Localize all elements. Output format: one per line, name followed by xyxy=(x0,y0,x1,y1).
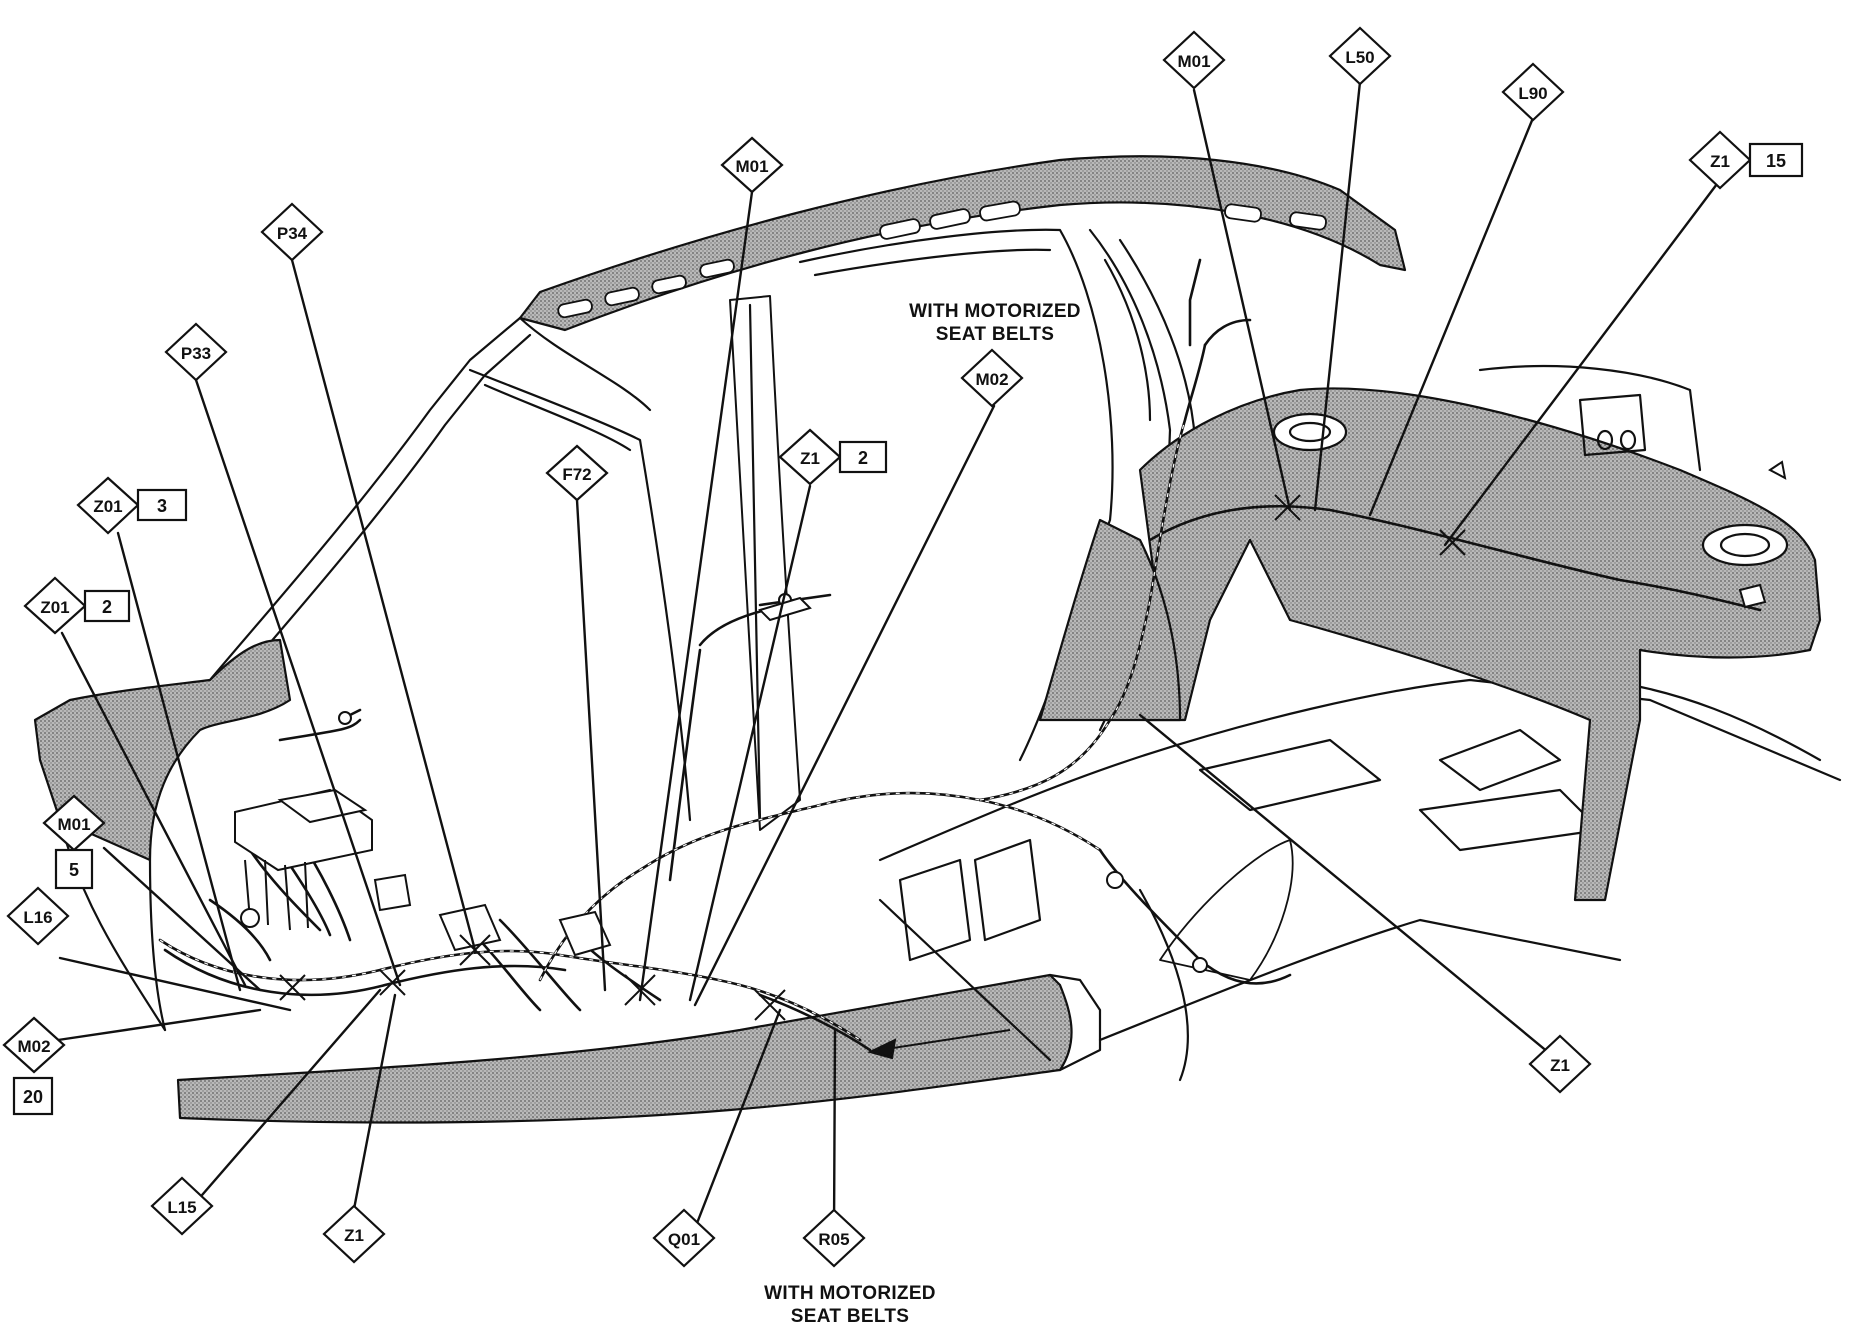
callout-m01-right: M01 xyxy=(1162,30,1226,90)
callout-label: L90 xyxy=(1518,84,1547,103)
callout-l90: L90 xyxy=(1501,62,1565,122)
motorized-belts-note-bottom: WITH MOTORIZED SEAT BELTS xyxy=(740,1282,960,1328)
callout-circuit: 2 xyxy=(102,597,112,617)
callout-label: M01 xyxy=(735,157,768,176)
front-door-frame xyxy=(468,368,692,822)
callout-m02-top: M02 xyxy=(960,348,1024,408)
callout-label: F72 xyxy=(562,465,591,484)
rocker-sill xyxy=(176,973,1073,1124)
callout-m01-5: M01 5 xyxy=(42,794,106,890)
callout-label: P34 xyxy=(277,224,308,243)
note-line: WITH MOTORIZED xyxy=(909,301,1081,322)
callout-l50: L50 xyxy=(1328,26,1392,86)
callouts: M01 P34 P33 Z01 3 Z01 2 M01 xyxy=(2,26,1804,1268)
body-structure xyxy=(33,155,1842,1124)
callout-z01-3: Z01 3 xyxy=(76,476,188,535)
callout-label: Z01 xyxy=(93,497,122,516)
callout-r05: R05 xyxy=(802,1208,866,1268)
b-pillar xyxy=(729,295,801,831)
callout-label: M02 xyxy=(17,1037,50,1056)
callout-p34: P34 xyxy=(260,202,324,262)
rear-package-shelf xyxy=(1138,387,1822,902)
fuse-block xyxy=(234,788,612,957)
callout-label: M01 xyxy=(1177,52,1210,71)
note-line: WITH MOTORIZED xyxy=(764,1283,936,1304)
seat-outline xyxy=(1159,839,1294,981)
note-line: SEAT BELTS xyxy=(790,1306,910,1327)
callout-circuit: 2 xyxy=(858,448,868,468)
callout-circuit: 20 xyxy=(23,1087,43,1107)
callout-z1-right: Z1 xyxy=(1528,1034,1592,1094)
a-pillar xyxy=(208,316,522,682)
callout-z1-2: Z1 2 xyxy=(778,428,888,486)
floor-pan xyxy=(878,678,1842,1082)
callout-q01: Q01 xyxy=(652,1208,716,1268)
harness-tape xyxy=(159,419,1186,1041)
callout-label: M01 xyxy=(57,815,90,834)
callout-label: R05 xyxy=(818,1230,849,1249)
callout-m02-20: M02 20 xyxy=(2,1016,66,1116)
callout-circuit: 15 xyxy=(1766,151,1786,171)
callout-label: Z1 xyxy=(1550,1056,1570,1075)
callout-label: M02 xyxy=(975,370,1008,389)
callout-label: Z01 xyxy=(40,598,69,617)
roof-rail xyxy=(518,155,1407,332)
callout-l15: L15 xyxy=(150,1176,214,1236)
callout-l16: L16 xyxy=(6,886,70,946)
callout-label: Q01 xyxy=(668,1230,700,1249)
leader-lines xyxy=(56,80,1725,1238)
callout-label: L16 xyxy=(23,908,52,927)
sill-arrow xyxy=(867,1029,1011,1060)
callout-label: Z1 xyxy=(800,449,820,468)
callout-label: Z1 xyxy=(344,1226,364,1245)
callout-p33: P33 xyxy=(164,322,228,382)
connectors xyxy=(240,460,1787,973)
callout-f72: F72 xyxy=(545,444,609,502)
note-line: SEAT BELTS xyxy=(935,324,1055,345)
callout-label: Z1 xyxy=(1710,152,1730,171)
callout-z1-15: Z1 15 xyxy=(1688,130,1804,190)
callout-label: L50 xyxy=(1345,48,1374,67)
roof-rail-slots xyxy=(557,200,1327,319)
callout-circuit: 5 xyxy=(69,860,79,880)
callout-label: P33 xyxy=(181,344,211,363)
callout-m01-center: M01 xyxy=(720,136,784,194)
callout-z01-2: Z01 2 xyxy=(23,576,131,635)
motorized-belts-note-top: WITH MOTORIZED SEAT BELTS xyxy=(885,300,1105,346)
callout-z1-bottom: Z1 xyxy=(322,1204,386,1264)
tie-points xyxy=(279,494,1466,1021)
callout-label: L15 xyxy=(167,1198,196,1217)
callout-circuit: 3 xyxy=(157,496,167,516)
cowl-panel xyxy=(33,638,292,862)
